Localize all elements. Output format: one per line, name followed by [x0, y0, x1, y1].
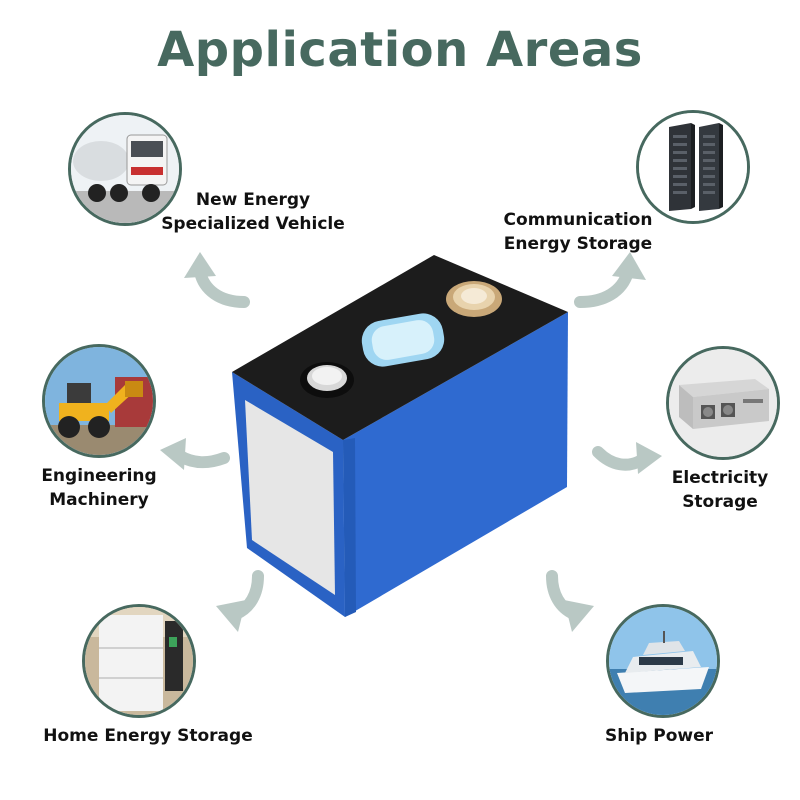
arrow-to-ship-icon — [546, 570, 594, 632]
label-ship-power: Ship Power — [604, 726, 714, 746]
storage-cabinet-image — [666, 346, 780, 460]
arrow-to-communication-icon — [574, 252, 646, 308]
truck-icon — [71, 115, 179, 223]
ship-image — [606, 604, 720, 718]
arrow-to-machinery-icon — [160, 438, 230, 470]
truck-image — [68, 112, 182, 226]
label-new-energy-vehicle: New Energy Specialized Vehicle — [161, 190, 345, 234]
page-title: Application Areas — [157, 22, 643, 78]
server-rack-icon — [639, 113, 747, 221]
home-battery-image — [82, 604, 196, 718]
label-communication-storage: Communication Energy Storage — [503, 210, 653, 254]
label-electricity-storage: Electricity Storage — [671, 468, 769, 512]
label-home-energy-storage: Home Energy Storage — [43, 726, 253, 746]
ship-icon — [609, 607, 717, 715]
label-engineering-machinery: Engineering Machinery — [41, 466, 157, 510]
arrow-to-home-icon — [216, 570, 264, 632]
arrow-to-electricity-icon — [592, 442, 662, 474]
wheel-loader-image — [42, 344, 156, 458]
arrow-to-vehicle-icon — [184, 252, 250, 308]
wheel-loader-icon — [45, 347, 153, 455]
storage-cabinet-icon — [669, 349, 777, 457]
server-rack-image — [636, 110, 750, 224]
home-battery-icon — [85, 607, 193, 715]
